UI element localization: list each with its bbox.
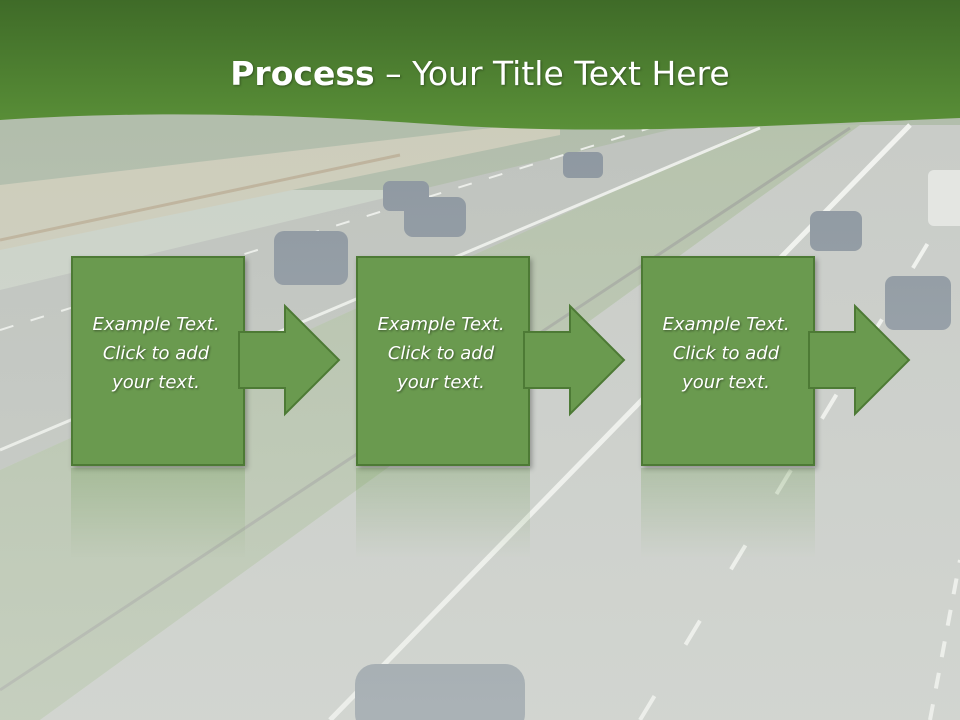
process-step-1[interactable]: Example Text. Click to add your text. <box>71 256 341 466</box>
step-text-line-3: your text. <box>682 372 770 393</box>
step-text-line-2: Click to add <box>672 343 780 364</box>
right-arrow-icon <box>523 303 626 417</box>
process-step-3[interactable]: Example Text. Click to add your text. <box>641 256 911 466</box>
step-text[interactable]: Example Text. Click to add your text. <box>356 310 526 397</box>
process-step-2[interactable]: Example Text. Click to add your text. <box>356 256 626 466</box>
step-text-line-3: your text. <box>112 372 200 393</box>
title-rest: – Your Title Text Here <box>374 54 730 93</box>
title-bold: Process <box>230 54 375 93</box>
step-text-line-1: Example Text. <box>662 314 790 335</box>
slide-title[interactable]: Process – Your Title Text Here <box>0 52 960 96</box>
step-text-line-2: Click to add <box>102 343 210 364</box>
step-text-line-1: Example Text. <box>377 314 505 335</box>
right-arrow-icon <box>808 303 911 417</box>
step-text-line-2: Click to add <box>387 343 495 364</box>
step-text-line-3: your text. <box>397 372 485 393</box>
step-text[interactable]: Example Text. Click to add your text. <box>641 310 811 397</box>
step-box[interactable] <box>641 256 815 466</box>
right-arrow-icon <box>238 303 341 417</box>
header-banner <box>0 0 960 130</box>
step-text[interactable]: Example Text. Click to add your text. <box>71 310 241 397</box>
step-text-line-1: Example Text. <box>92 314 220 335</box>
